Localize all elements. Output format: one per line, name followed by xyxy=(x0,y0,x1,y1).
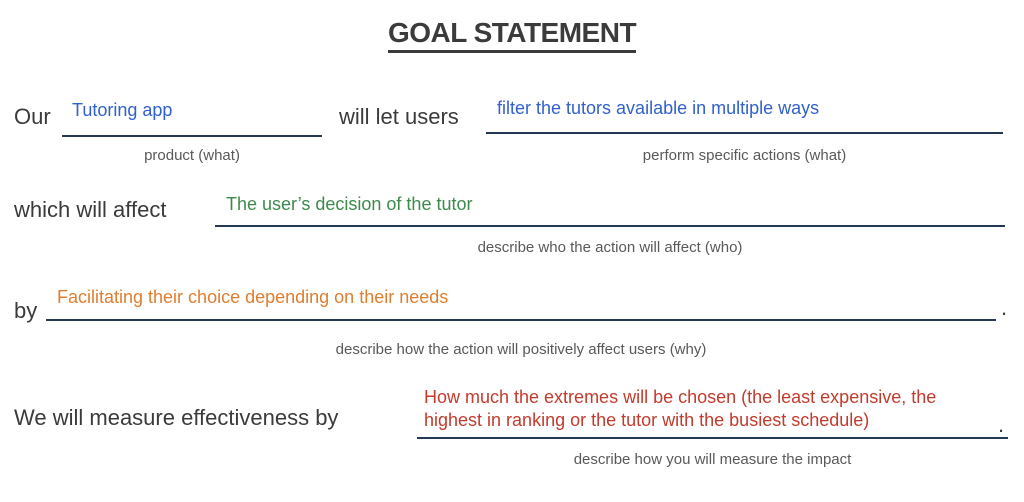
why-period: . xyxy=(1001,295,1008,320)
product-field-line xyxy=(62,135,322,137)
label-which-will-affect: which will affect xyxy=(14,197,167,222)
measure-value[interactable]: How much the extremes will be chosen (th… xyxy=(424,387,937,430)
measure-period: . xyxy=(998,412,1005,437)
measure-field-line xyxy=(417,437,1008,439)
measure-hint: describe how you will measure the impact xyxy=(573,451,852,468)
label-will-let-users: will let users xyxy=(339,104,459,129)
actions-value[interactable]: filter the tutors available in multiple … xyxy=(497,98,820,118)
label-by: by xyxy=(14,298,38,323)
who-hint: describe who the action will affect (who… xyxy=(477,239,743,256)
actions-hint: perform specific actions (what) xyxy=(642,147,847,164)
who-field-line xyxy=(215,225,1005,227)
why-value[interactable]: Facilitating their choice depending on t… xyxy=(57,287,449,307)
label-our: Our xyxy=(14,104,51,129)
actions-field-line xyxy=(486,132,1003,134)
who-value[interactable]: The user’s decision of the tutor xyxy=(226,194,473,214)
page-title: GOAL STATEMENT xyxy=(387,17,637,53)
why-hint: describe how the action will positively … xyxy=(335,341,707,358)
product-hint: product (what) xyxy=(144,147,240,164)
product-value[interactable]: Tutoring app xyxy=(72,100,173,120)
why-field-line xyxy=(46,319,996,321)
label-we-will-measure: We will measure effectiveness by xyxy=(14,405,339,430)
title-wrap: GOAL STATEMENT xyxy=(0,17,1024,53)
